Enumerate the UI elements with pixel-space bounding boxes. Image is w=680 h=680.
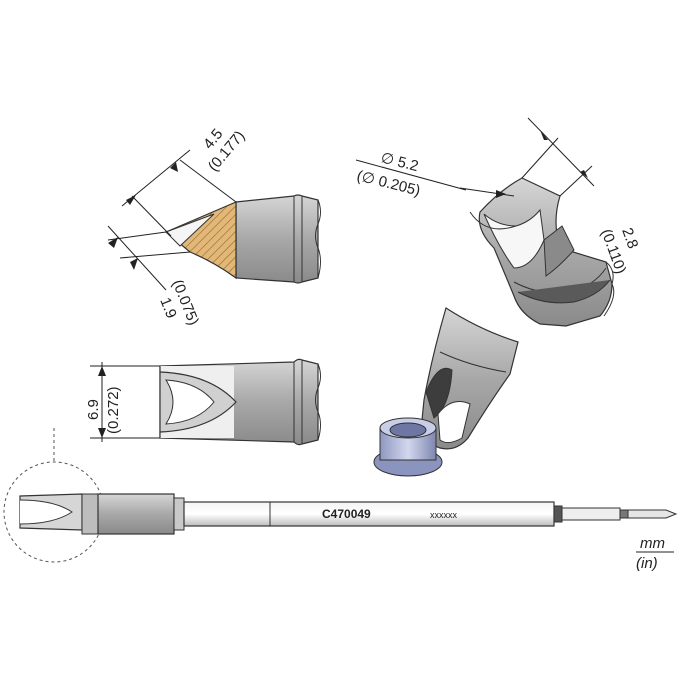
cartridge-serial: xxxxxx — [430, 510, 458, 520]
cartridge-full-view: C470049 xxxxxx — [3, 428, 678, 563]
dim-diameter-mm: ∅ 5.2 — [379, 149, 420, 175]
unit-mm: mm — [640, 535, 665, 552]
tip-angled-view — [469, 177, 615, 327]
dim-width-in: (0.272) — [105, 386, 122, 434]
dimension-tip-width: 6.9 (0.272) — [85, 362, 160, 442]
dim-depth-mm: 2.8 — [618, 226, 641, 251]
cartridge-model: C470049 — [322, 507, 371, 521]
tip-side-view — [164, 194, 321, 284]
units-legend: mm (in) — [636, 535, 674, 572]
unit-in: (in) — [636, 555, 658, 572]
dim-width-mm: 6.9 — [85, 399, 102, 420]
dim-thickness-mm: 1.9 — [156, 295, 180, 321]
dimension-diameter: ∅ 5.2 (∅ 0.205) — [355, 149, 515, 200]
tip-top-view — [159, 358, 321, 446]
tip-perspective-view — [373, 307, 519, 477]
